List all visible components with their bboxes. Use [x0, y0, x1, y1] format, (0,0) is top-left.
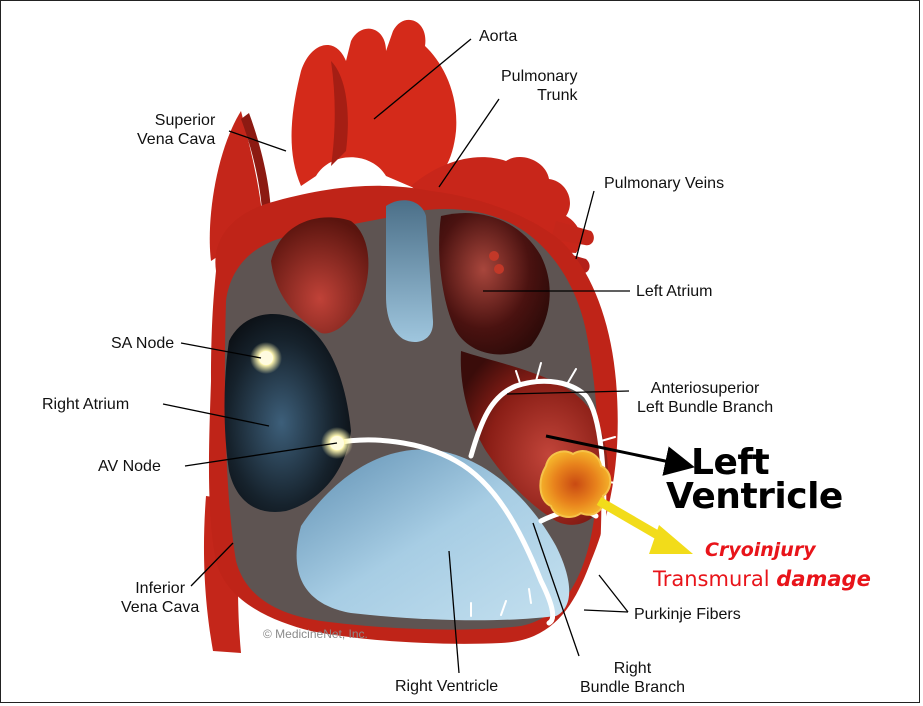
annotation-damage: damage [776, 567, 871, 591]
label-sa-node: SA Node [111, 334, 174, 353]
label-purkinje-fibers: Purkinje Fibers [634, 605, 741, 624]
label-anteriosuperior-left-bundle-branch: Anteriosuperior Left Bundle Branch [637, 379, 773, 417]
label-av-node: AV Node [98, 457, 161, 476]
annotation-ventricle: Ventricle [666, 479, 843, 515]
label-superior-vena-cava: Superior Vena Cava [137, 111, 215, 149]
annotation-cryoinjury: Cryoinjury [705, 539, 816, 561]
interatrial-septum [386, 200, 433, 342]
annotation-transmural: Transmural [653, 567, 776, 591]
label-pulmonary-veins: Pulmonary Veins [604, 174, 724, 193]
label-left-atrium: Left Atrium [636, 282, 712, 301]
annotation-transmural-damage: Transmural damage [653, 567, 871, 591]
label-pulmonary-trunk: Pulmonary Trunk [501, 67, 577, 105]
label-aorta: Aorta [479, 27, 517, 46]
label-right-bundle-branch: Right Bundle Branch [580, 659, 685, 697]
label-inferior-vena-cava: Inferior Vena Cava [121, 579, 199, 617]
label-right-atrium: Right Atrium [42, 395, 129, 414]
label-right-ventricle: Right Ventricle [395, 677, 498, 696]
cryoinjury-lesion [540, 451, 610, 517]
copyright-notice: © MedicineNet, Inc. [263, 627, 368, 641]
